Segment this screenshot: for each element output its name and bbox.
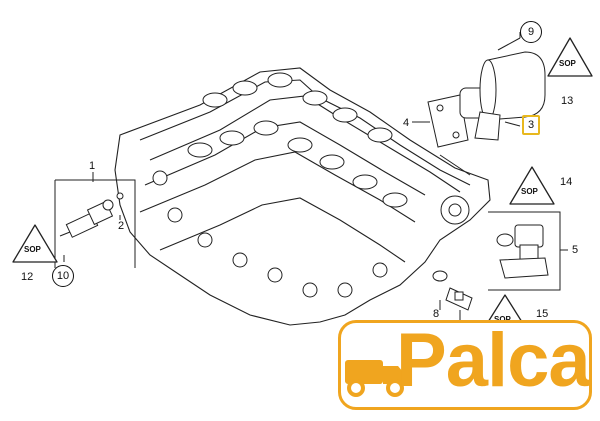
callout-10-left[interactable]: 10	[52, 265, 74, 287]
callout-5[interactable]: 5	[572, 244, 579, 256]
triangle-badge-label: SOP	[559, 59, 576, 68]
actuator-motor	[412, 32, 546, 176]
triangle-badge-label: SOP	[24, 245, 41, 254]
callout-12[interactable]: 12	[21, 271, 34, 283]
callout-4[interactable]: 4	[403, 117, 410, 129]
callout-13[interactable]: 13	[561, 95, 574, 107]
camshafts	[152, 72, 470, 298]
callout-8[interactable]: 8	[433, 308, 440, 320]
cylinder-head-drawing	[114, 67, 491, 326]
callout-1[interactable]: 1	[89, 160, 96, 172]
callout-3-highlighted[interactable]: 3	[522, 115, 540, 135]
part-8-sensor	[432, 270, 473, 322]
callout-14[interactable]: 14	[560, 176, 573, 188]
part-5-solenoid	[488, 211, 568, 291]
callout-15[interactable]: 15	[536, 308, 549, 320]
part-1-solenoid	[54, 179, 136, 268]
triangle-badge-label: SOP	[494, 314, 511, 326]
callout-9[interactable]: 9	[520, 21, 542, 43]
triangle-badge-label: SOP	[521, 187, 538, 196]
callout-2[interactable]: 2	[118, 220, 125, 232]
palca-logo-text: Palca	[396, 318, 591, 403]
